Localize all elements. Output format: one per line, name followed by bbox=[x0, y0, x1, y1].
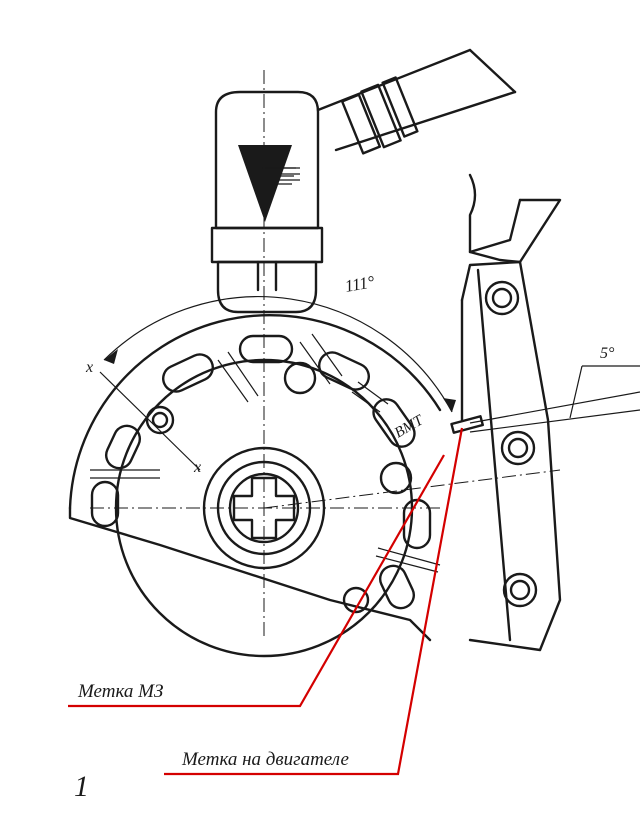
callout-engine-mark: Метка на двигателе bbox=[164, 427, 464, 776]
callout-mz-text: Метка МЗ bbox=[77, 681, 163, 702]
callout-engine-mark-text: Метка на двигателе bbox=[181, 749, 349, 770]
axis-marks: x x bbox=[85, 359, 201, 476]
callout-mz: Метка МЗ bbox=[68, 454, 445, 708]
sensor-assembly bbox=[210, 48, 517, 314]
sensor-arrow-icon bbox=[238, 145, 292, 222]
rotor-disc bbox=[68, 314, 442, 658]
angle-5-dimension: 5° bbox=[469, 345, 640, 433]
axis-mark-x-upper: x bbox=[85, 359, 93, 376]
tdc-label: ВМТ bbox=[392, 412, 427, 442]
page-number: 1 bbox=[74, 770, 89, 803]
center-lines bbox=[90, 70, 561, 640]
angle-label-111: 111° bbox=[343, 272, 376, 296]
angle-dimension: 111° bbox=[103, 272, 456, 413]
disc-slots bbox=[90, 333, 441, 614]
engine-bracket bbox=[450, 173, 562, 652]
axis-mark-x-lower: x bbox=[193, 459, 201, 476]
angle-label-5: 5° bbox=[600, 345, 615, 362]
